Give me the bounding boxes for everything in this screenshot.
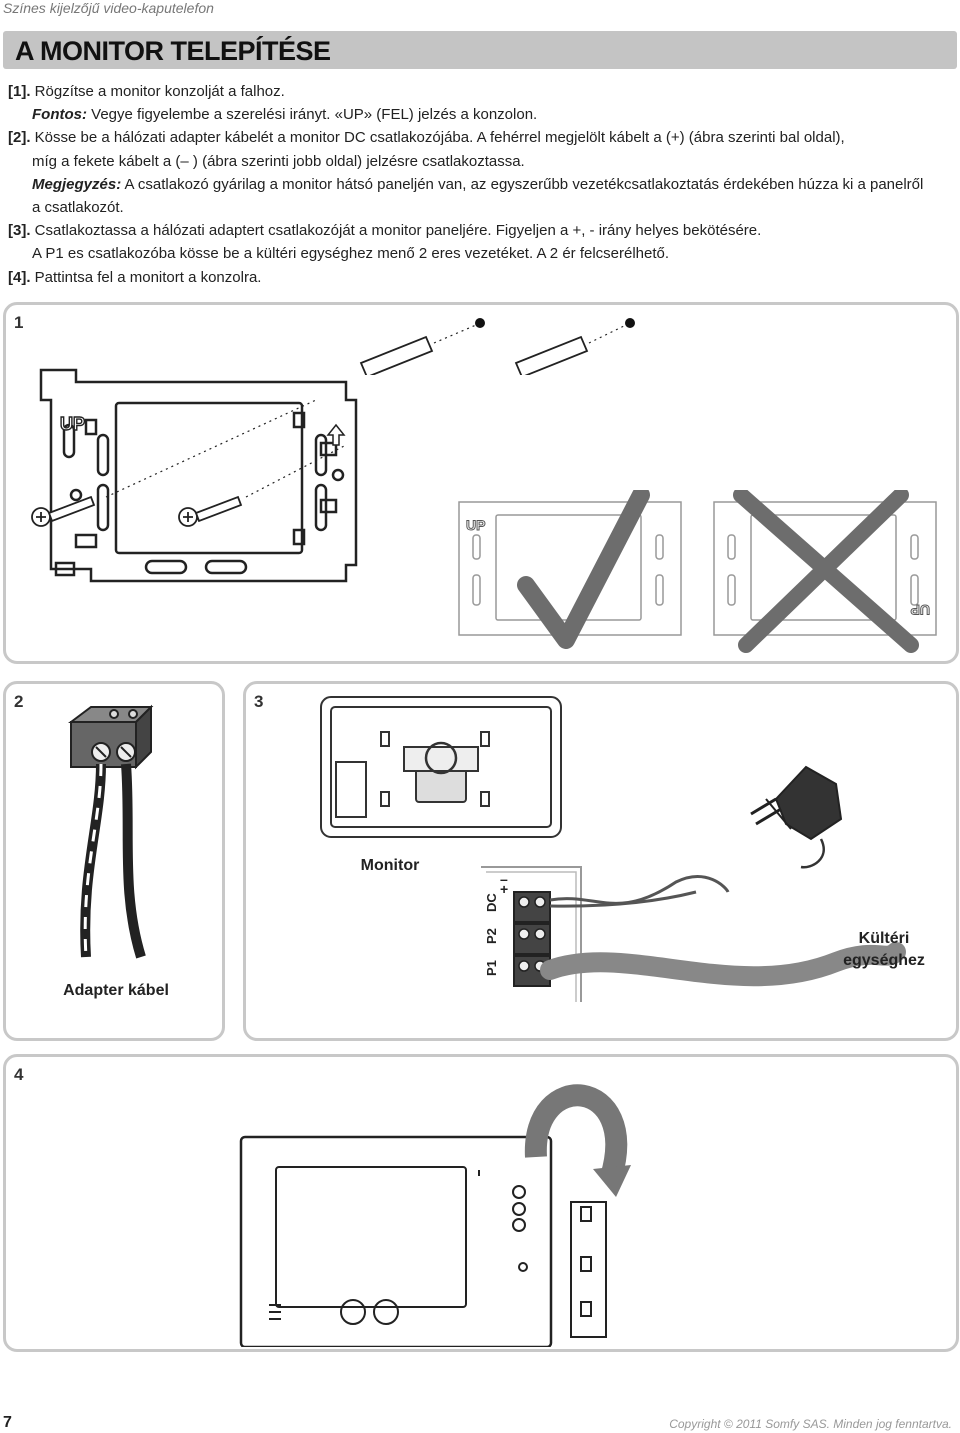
instructions: [1]. Rögzítse a monitor konzolját a falh… xyxy=(8,80,953,289)
adapter-cable-illustration xyxy=(68,704,154,959)
step-2: [2]. Kösse be a hálózati adapter kábelét… xyxy=(8,126,953,149)
terminal-block-illustration: DC P2 P1 + – xyxy=(481,866,906,1002)
title-bar: A MONITOR TELEPÍTÉSE xyxy=(3,31,957,69)
panel-1: 1 UP xyxy=(3,302,959,664)
outdoor-label-line2: egységhez xyxy=(843,952,925,969)
panel-1-number: 1 xyxy=(14,313,24,332)
up-label-correct: UP xyxy=(466,517,485,533)
monitor-back-illustration xyxy=(320,696,562,838)
mount-monitor-illustration xyxy=(239,1084,631,1347)
outdoor-label-line1: Kültéri xyxy=(858,930,910,947)
step-2-number: [2]. xyxy=(8,129,31,147)
minus-label: – xyxy=(500,871,508,887)
step-3-number: [3]. xyxy=(8,222,31,240)
outdoor-unit-label: Kültéri egységhez xyxy=(836,928,932,972)
monitor-label: Monitor xyxy=(360,857,420,874)
panel-2-number: 2 xyxy=(14,692,24,711)
panel-4: 4 xyxy=(3,1054,959,1352)
step-1-important: Fontos: Vegye figyelembe a szerelési irá… xyxy=(8,103,953,126)
important-label: Fontos: xyxy=(32,106,87,124)
step-1-number: [1]. xyxy=(8,83,31,100)
step-3-line2: A P1 es csatlakozóba kösse be a kültéri … xyxy=(32,245,670,263)
step-2-text: Kösse be a hálózati adapter kábelét a mo… xyxy=(34,129,845,147)
step-3: [3]. Csatlakoztassa a hálózati adaptert … xyxy=(8,219,953,242)
page-title: A MONITOR TELEPÍTÉSE xyxy=(15,36,331,66)
wall-bracket-illustration: UP xyxy=(31,368,358,583)
important-text: Vegye figyelembe a szerelési irányt. «UP… xyxy=(91,106,538,124)
rotate-arrow-icon xyxy=(593,1165,631,1197)
wall-plug-right-icon xyxy=(514,335,589,375)
step-4-number: [4]. xyxy=(8,268,31,286)
power-adapter-illustration xyxy=(750,765,843,869)
correct-orientation-illustration: UP xyxy=(458,490,682,649)
up-arrow-icon xyxy=(326,423,346,446)
p2-label: P2 xyxy=(484,928,499,944)
document-subtitle: Színes kijelzőjű video-kaputelefon xyxy=(3,0,214,16)
step-2-line2: míg a fekete kábelt a (– ) (ábra szerint… xyxy=(32,152,525,170)
note-text: A csatlakozó gyárilag a monitor hátsó pa… xyxy=(124,175,924,193)
wrong-orientation-illustration: UP xyxy=(713,490,937,653)
monitor-screen xyxy=(275,1166,467,1308)
plus-label: + xyxy=(500,881,508,897)
screw-right-icon xyxy=(178,495,243,527)
checkmark-icon xyxy=(517,490,650,649)
step-3-text: Csatlakoztassa a hálózati adaptert csatl… xyxy=(34,222,762,240)
wall-plug-left-icon xyxy=(359,335,434,375)
panel-3-number: 3 xyxy=(254,692,264,711)
up-label: UP xyxy=(60,414,85,434)
step-4: [4]. Pattintsa fel a monitort a konzolra… xyxy=(8,266,953,289)
wall-plugs-illustration xyxy=(359,318,635,375)
note-label: Megjegyzés: xyxy=(32,175,122,193)
p1-label: P1 xyxy=(484,960,499,976)
drill-point-right-icon xyxy=(625,318,635,328)
drill-point-left-icon xyxy=(475,318,485,328)
dc-label: DC xyxy=(484,893,499,912)
up-label-wrong: UP xyxy=(911,602,930,618)
step-2-note: Megjegyzés: A csatlakozó gyárilag a moni… xyxy=(8,173,953,196)
screw-left-icon xyxy=(31,495,96,527)
monitor-front xyxy=(239,1135,553,1347)
outdoor-cable xyxy=(540,942,906,987)
black-wire xyxy=(121,763,146,959)
step-1-text: Rögzítse a monitor konzolját a falhoz. xyxy=(34,83,285,100)
panel-4-number: 4 xyxy=(14,1065,24,1084)
step-1: [1]. Rögzítse a monitor konzolját a falh… xyxy=(8,80,953,103)
panel-2: 2 Adapter kábel xyxy=(3,681,225,1041)
cross-icon xyxy=(733,490,919,653)
page-number: 7 xyxy=(3,1414,12,1431)
step-2-note-cont: a csatlakozót. xyxy=(32,199,124,217)
copyright: Copyright © 2011 Somfy SAS. Minden jog f… xyxy=(669,1417,952,1431)
step-4-text: Pattintsa fel a monitort a konzolra. xyxy=(34,268,262,286)
adapter-cable-label: Adapter kábel xyxy=(63,982,169,999)
panel-3: 3 Monitor xyxy=(243,681,959,1041)
